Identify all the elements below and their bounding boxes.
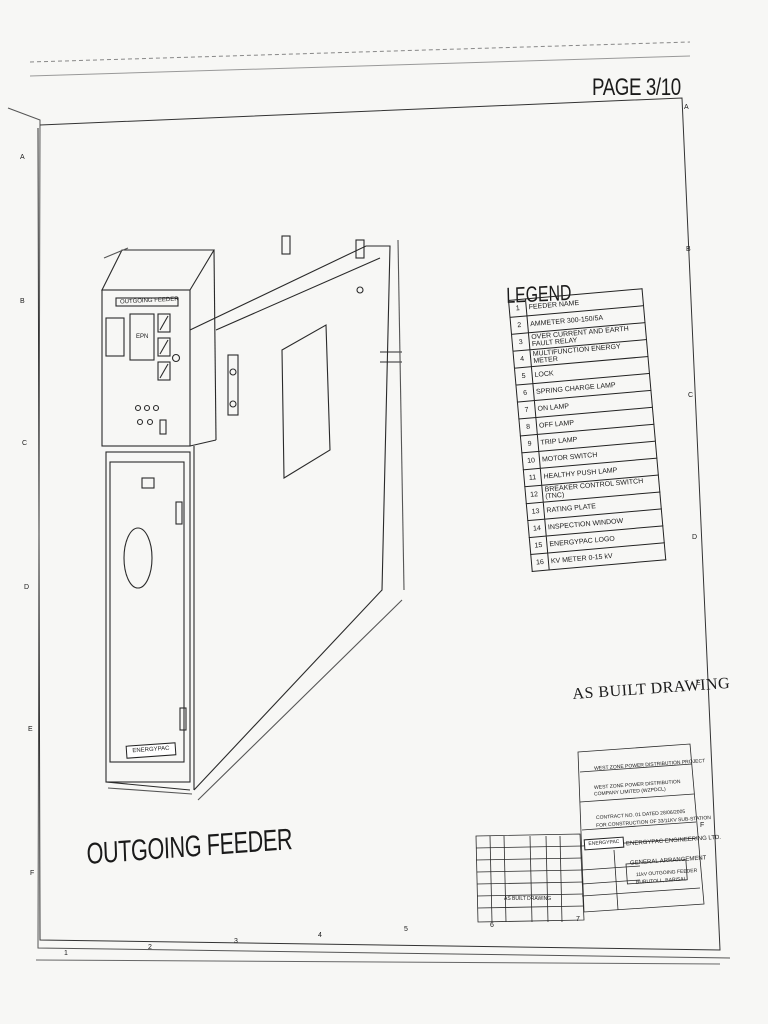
zone-row-e-left: E — [28, 726, 33, 733]
zone-row-f: F — [700, 822, 705, 829]
legend-row-number: 8 — [518, 417, 538, 436]
zone-col-5: 5 — [404, 926, 408, 933]
zone-col-1: 1 — [64, 950, 68, 957]
legend-row-number: 9 — [520, 434, 539, 453]
legend-row-number: 4 — [512, 349, 532, 369]
legend-row-number: 6 — [515, 383, 535, 403]
panel-side — [103, 235, 405, 801]
legend-row-number: 5 — [514, 366, 533, 386]
zone-col-6: 6 — [490, 922, 494, 929]
zone-row-f-left: F — [30, 870, 35, 877]
legend-row-number: 15 — [529, 536, 548, 555]
inner-border — [37, 97, 721, 951]
zone-row-c-left: C — [22, 440, 28, 447]
legend-row-number: 1 — [508, 298, 527, 318]
zone-col-3: 3 — [234, 938, 238, 945]
page-number: PAGE 3/10 — [592, 74, 681, 101]
zone-row-e: E — [696, 680, 701, 687]
zone-row-c: C — [688, 392, 694, 399]
legend-row-number: 2 — [510, 315, 529, 335]
tb-revision: AS BUILT DRAWING — [504, 896, 552, 902]
legend-row-number: 12 — [524, 485, 544, 504]
legend-row-number: 7 — [517, 400, 536, 420]
zone-row-a: A — [684, 104, 689, 111]
legend-row-number: 13 — [526, 502, 545, 521]
zone-row-d: D — [692, 534, 698, 541]
legend-row-number: 16 — [530, 553, 550, 572]
zone-row-b: B — [686, 246, 691, 253]
zone-row-a-left: A — [20, 154, 25, 161]
zone-col-4: 4 — [318, 932, 322, 939]
zone-col-7: 7 — [576, 916, 580, 923]
zone-row-b-left: B — [20, 298, 25, 305]
legend-row-number: 11 — [523, 468, 542, 487]
legend-row-number: 14 — [527, 519, 547, 538]
zone-col-2: 2 — [148, 944, 152, 951]
legend-row-number: 3 — [511, 332, 530, 352]
legend-row-number: 10 — [521, 451, 541, 470]
zone-row-d-left: D — [24, 584, 30, 591]
panel-meter-label: EPN — [136, 334, 149, 340]
panel-front — [101, 249, 217, 791]
